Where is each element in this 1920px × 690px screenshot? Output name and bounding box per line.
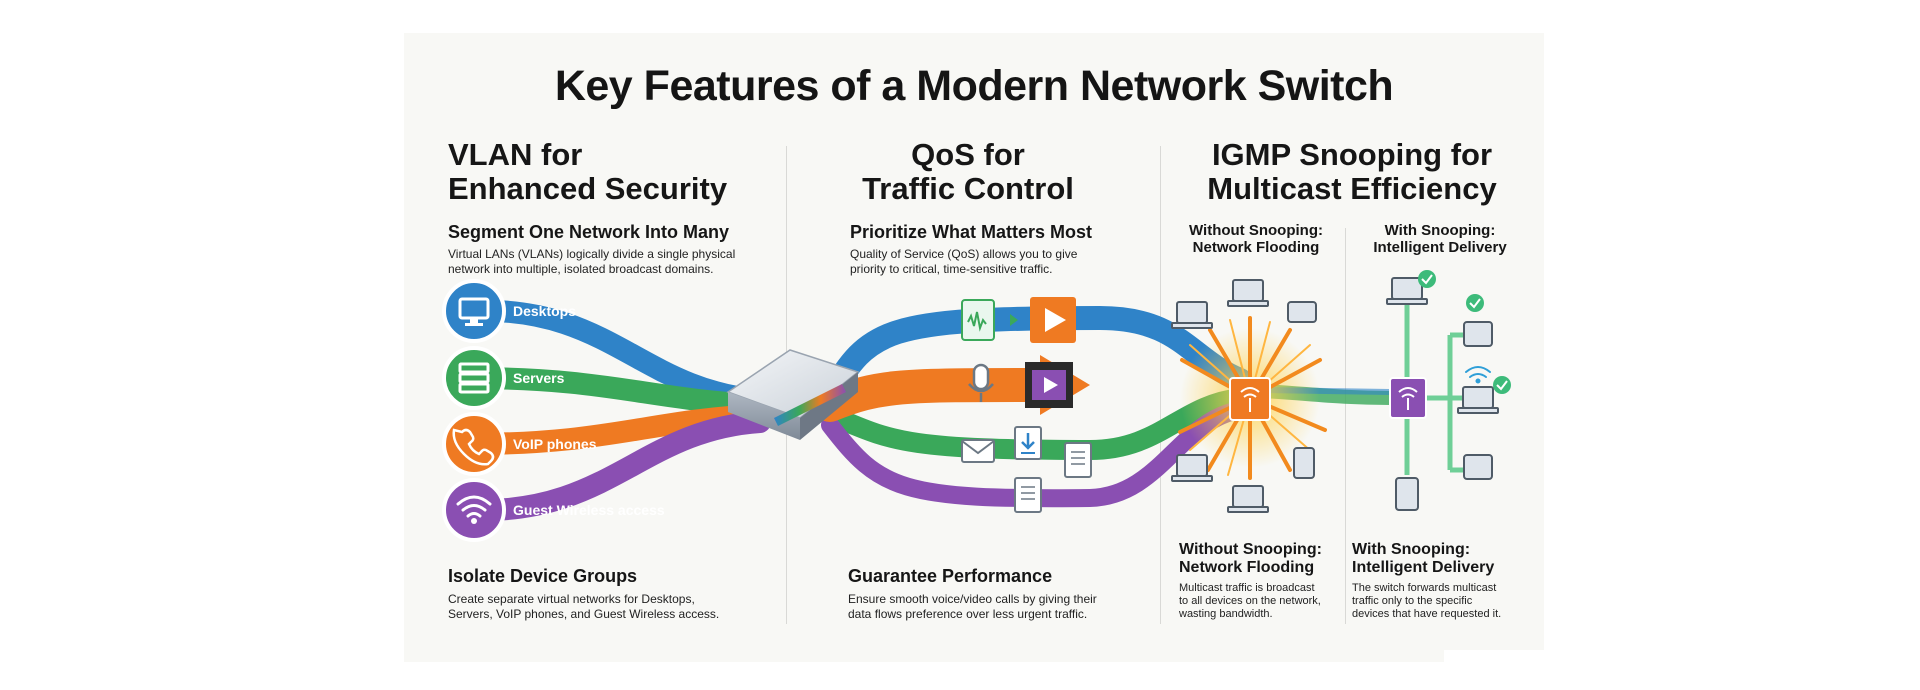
- igmp-left-top-label: Without Snooping: Network Flooding: [1189, 222, 1323, 256]
- snooping-devices: [1386, 277, 1499, 511]
- desktop-monitor-icon: [458, 297, 490, 320]
- vlan-device-blue: [442, 279, 506, 343]
- server-rack-icon: [458, 362, 490, 394]
- flow-purple-qos: [821, 401, 1249, 508]
- video-play-icon: [1030, 297, 1076, 343]
- flow-orange-qos: [813, 368, 1057, 422]
- laptop-icon: [1227, 279, 1269, 307]
- tablet-icon: [1463, 454, 1493, 480]
- tablet-icon: [1287, 301, 1317, 323]
- laptop-icon: [1171, 454, 1213, 482]
- igmp-right-top-label: With Snooping: Intelligent Delivery: [1373, 222, 1507, 256]
- qos-heading: QoS for Traffic Control: [862, 137, 1074, 206]
- film-strip-icon: [1025, 362, 1073, 408]
- vlan-description: Virtual LANs (VLANs) logically divide a …: [448, 247, 736, 276]
- vlan-device-green: [442, 346, 506, 410]
- document-icon: [1014, 477, 1042, 513]
- tablet-icon: [1293, 447, 1315, 479]
- laptop-icon: [1171, 301, 1213, 329]
- flood-devices: [1171, 279, 1317, 513]
- page-title: Key Features of a Modern Network Switch: [554, 62, 1394, 110]
- vlan-bottom-description: Create separate virtual networks for Des…: [448, 592, 720, 621]
- flow-purple: [459, 411, 771, 522]
- panel-bottom-strip: [404, 650, 1444, 662]
- wifi-icon: [456, 495, 492, 518]
- download-file-icon: [1014, 426, 1042, 460]
- laptop-icon: [1386, 277, 1428, 305]
- qos-description: Quality of Service (QoS) allows you to g…: [850, 247, 1078, 276]
- vlan-bottom-heading: Isolate Device Groups: [448, 566, 638, 586]
- qos-subheading: Prioritize What Matters Most: [850, 222, 1093, 242]
- flow-green: [459, 367, 771, 416]
- igmp-right-bottom-heading: With Snooping: Intelligent Delivery: [1352, 541, 1495, 576]
- check-icon: [1493, 376, 1511, 394]
- vlan-device-orange: [442, 412, 506, 476]
- flooding-switch: [1229, 377, 1271, 421]
- tablet-icon: [1463, 321, 1493, 347]
- check-icons: [1418, 270, 1511, 394]
- check-icon: [1418, 270, 1436, 288]
- vlan-device-label-0: Desktops: [513, 303, 576, 319]
- audio-file-icon: [961, 299, 995, 341]
- vlan-device-label-1: Servers: [513, 370, 565, 386]
- igmp-subcolumn-divider: [1345, 228, 1346, 624]
- igmp-left-bottom-heading: Without Snooping: Network Flooding: [1179, 541, 1322, 576]
- tablet-icon: [1395, 477, 1419, 511]
- laptop-icon: [1227, 485, 1269, 513]
- igmp-left-bottom-description: Multicast traffic is broadcast to all de…: [1179, 582, 1321, 620]
- snooping-switch: [1389, 377, 1427, 419]
- vlan-device-purple: [442, 478, 506, 542]
- switch-led-strip: [774, 384, 846, 426]
- qos-bottom-description: Ensure smooth voice/video calls by givin…: [848, 592, 1097, 621]
- broadcast-antenna-icon: [1398, 387, 1418, 398]
- network-switch: [726, 349, 860, 440]
- vlan-subheading: Segment One Network Into Many: [448, 222, 730, 242]
- igmp-right-bottom-description: The switch forwards multicast traffic on…: [1352, 582, 1502, 620]
- document-icon: [1064, 442, 1092, 478]
- microphone-icon: [968, 363, 994, 402]
- phone-handset-icon: [452, 428, 495, 466]
- snooping-wifi-icon: [1465, 366, 1491, 384]
- check-icon: [1466, 294, 1484, 312]
- vlan-flows: [459, 299, 771, 522]
- email-icon: [961, 439, 995, 463]
- vlan-device-label-3: Guest Wireless access: [513, 502, 665, 518]
- vlan-heading: VLAN for Enhanced Security: [448, 137, 728, 206]
- column-divider-2: [1160, 146, 1161, 624]
- broadcast-antenna-icon: [1240, 387, 1260, 398]
- vlan-device-label-2: VoIP phones: [513, 436, 597, 452]
- laptop-icon: [1457, 386, 1499, 414]
- stream-arrow: [1010, 314, 1018, 326]
- igmp-heading: IGMP Snooping for Multicast Efficiency: [1207, 137, 1497, 206]
- qos-bottom-heading: Guarantee Performance: [848, 566, 1053, 586]
